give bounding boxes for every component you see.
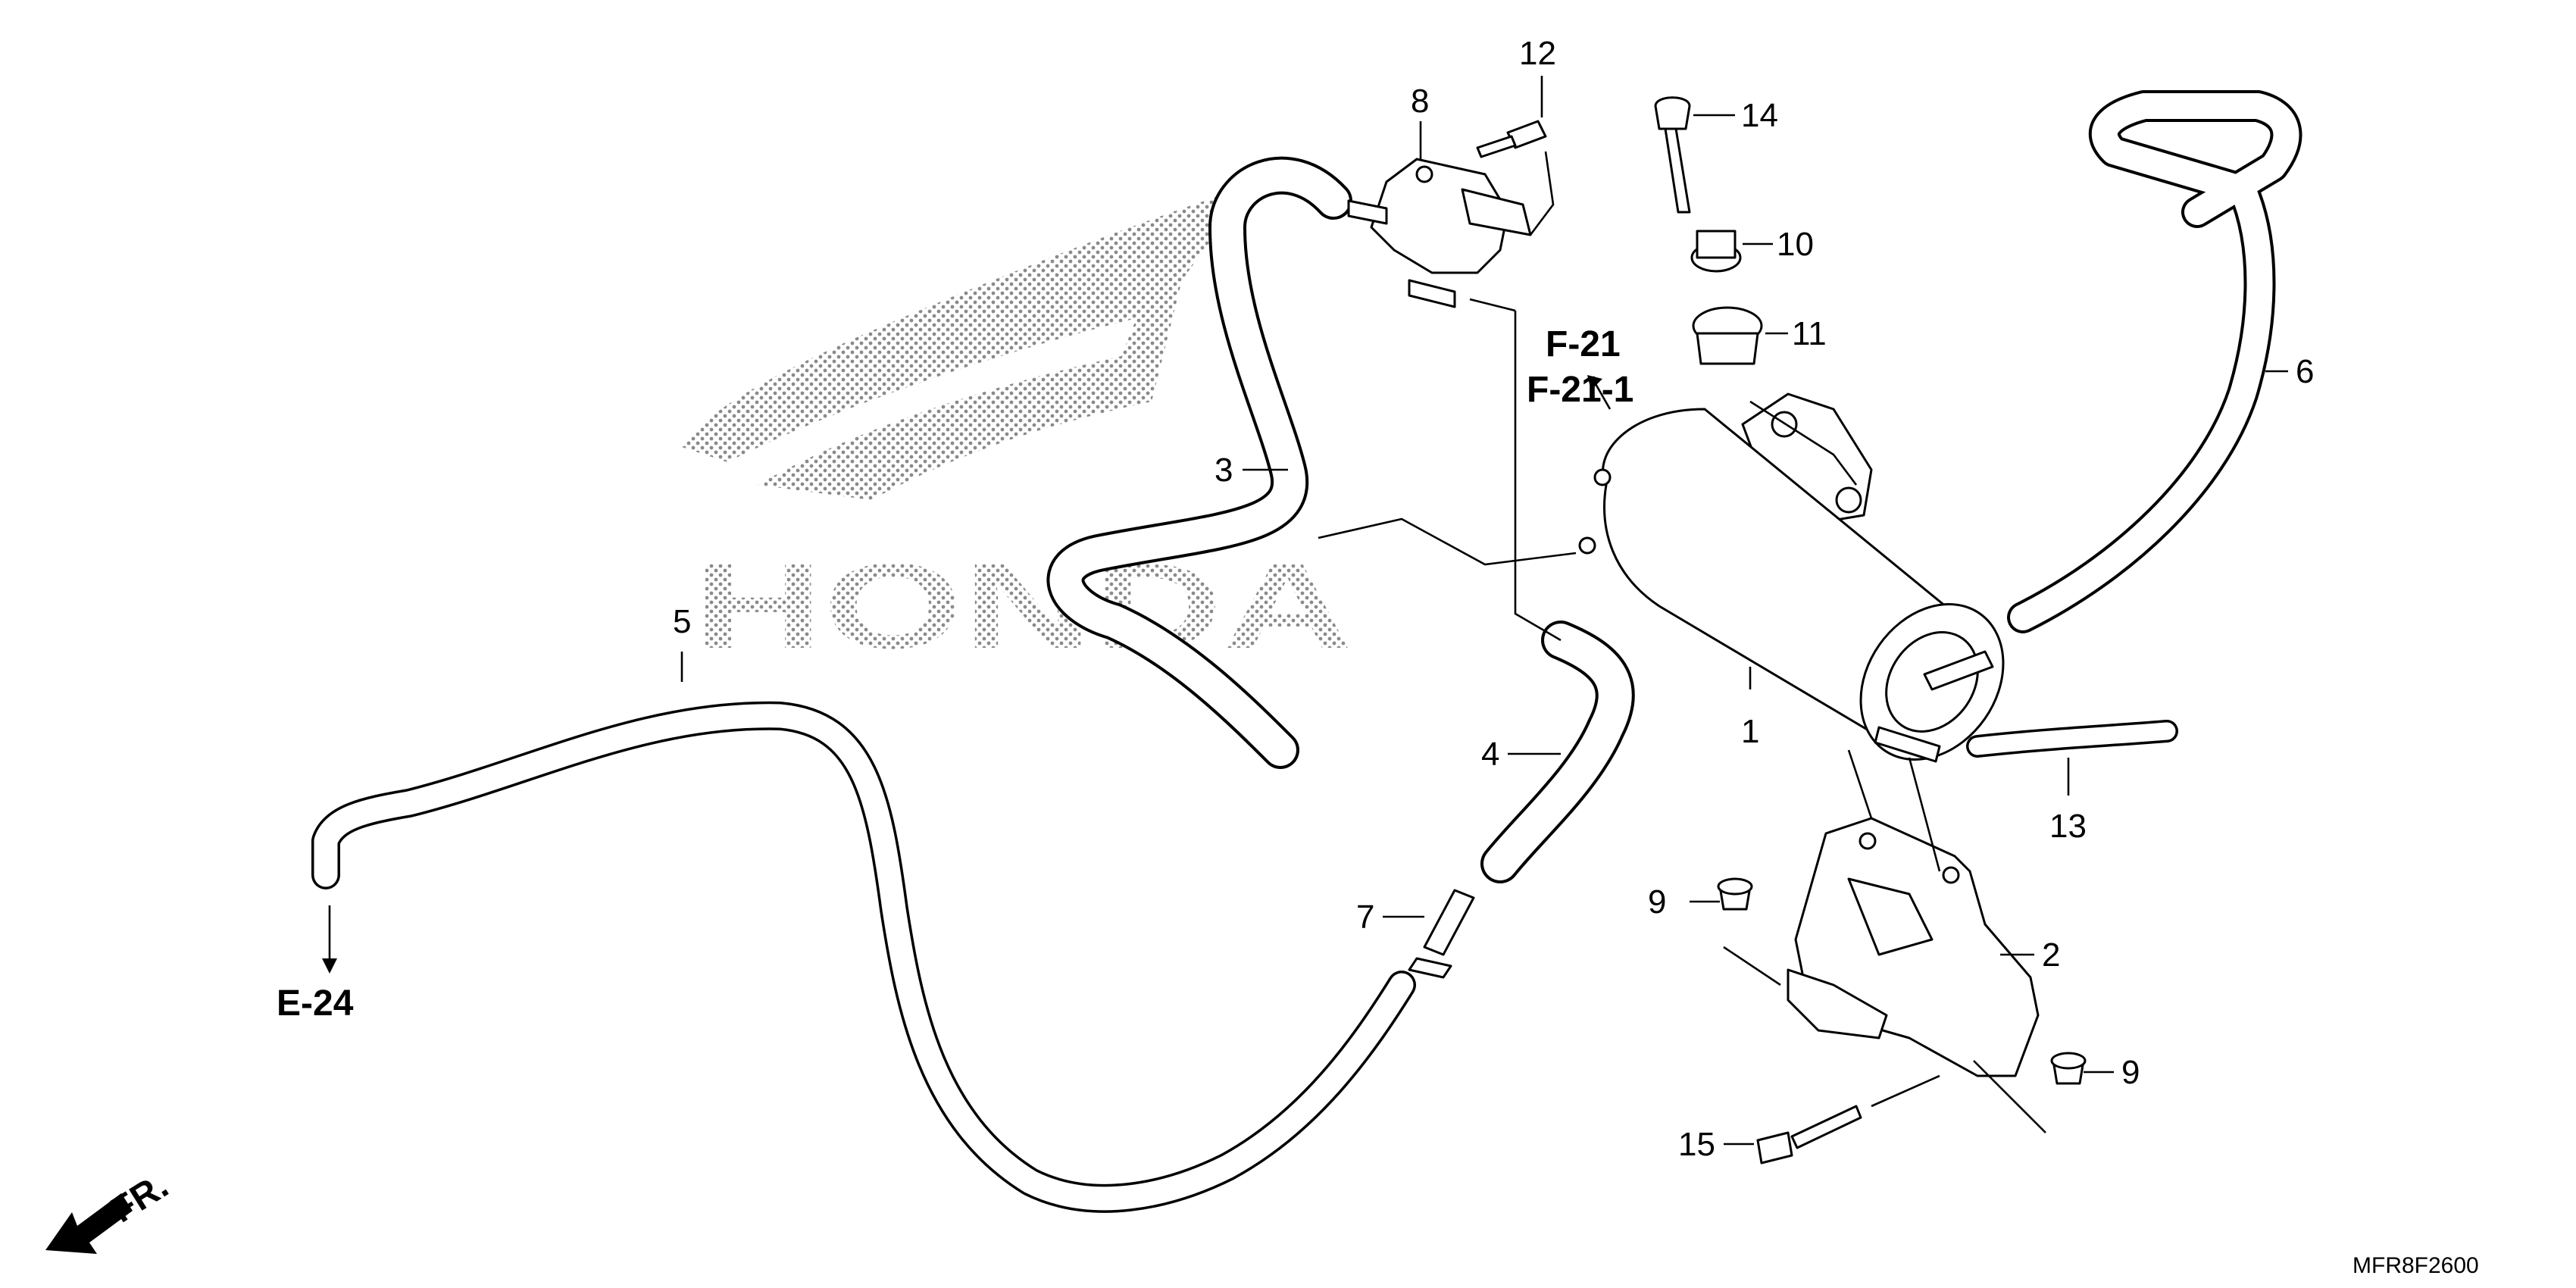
hose-3: [1046, 156, 1352, 769]
label-part-2: 2: [2042, 936, 2060, 974]
grommet-9-upper: [1717, 877, 1753, 911]
ref-f21[interactable]: F-21: [1546, 324, 1621, 364]
grommet-9-lower: [2050, 1052, 2087, 1085]
bolt-14: [1654, 96, 1691, 214]
ref-e24[interactable]: E-24: [277, 983, 354, 1024]
figure-code: MFR8F2600: [2352, 1253, 2479, 1278]
hose-5: [311, 701, 1416, 1213]
honda-wing-watermark: HONDA: [682, 186, 1352, 674]
bolt-12: [1476, 120, 1547, 158]
label-part-8: 8: [1411, 83, 1429, 120]
honda-watermark-text: HONDA: [693, 538, 1352, 674]
hose-4: [1480, 621, 1635, 883]
label-part-4: 4: [1481, 736, 1499, 773]
label-part-3: 3: [1215, 452, 1233, 489]
collar-10: [1690, 230, 1742, 273]
leader-lines: [322, 76, 2288, 1146]
canister: [1578, 392, 2005, 763]
front-direction-arrow: FR.: [45, 1165, 175, 1254]
canister-bracket: [1787, 817, 2040, 1077]
hose-13: [1966, 720, 2178, 758]
label-part-5: 5: [673, 603, 691, 640]
bolt-15: [1756, 1105, 1862, 1165]
grommet-11: [1692, 306, 1763, 365]
hose-6: [2007, 90, 2302, 633]
joint-7: [1408, 889, 1475, 979]
label-part-9-lower: 9: [2121, 1054, 2140, 1091]
label-part-9-upper: 9: [1648, 883, 1666, 921]
label-part-11: 11: [1792, 315, 1827, 352]
ref-f21-1[interactable]: F-21-1: [1527, 370, 1633, 410]
label-part-14: 14: [1741, 97, 1778, 134]
purge-solenoid: [1347, 158, 1532, 308]
label-part-12: 12: [1519, 35, 1556, 72]
label-part-13: 13: [2049, 808, 2087, 845]
label-part-7: 7: [1356, 899, 1374, 936]
label-part-1: 1: [1741, 713, 1759, 750]
label-part-6: 6: [2296, 353, 2314, 390]
label-part-15: 15: [1678, 1126, 1715, 1163]
label-part-10: 10: [1777, 226, 1814, 263]
